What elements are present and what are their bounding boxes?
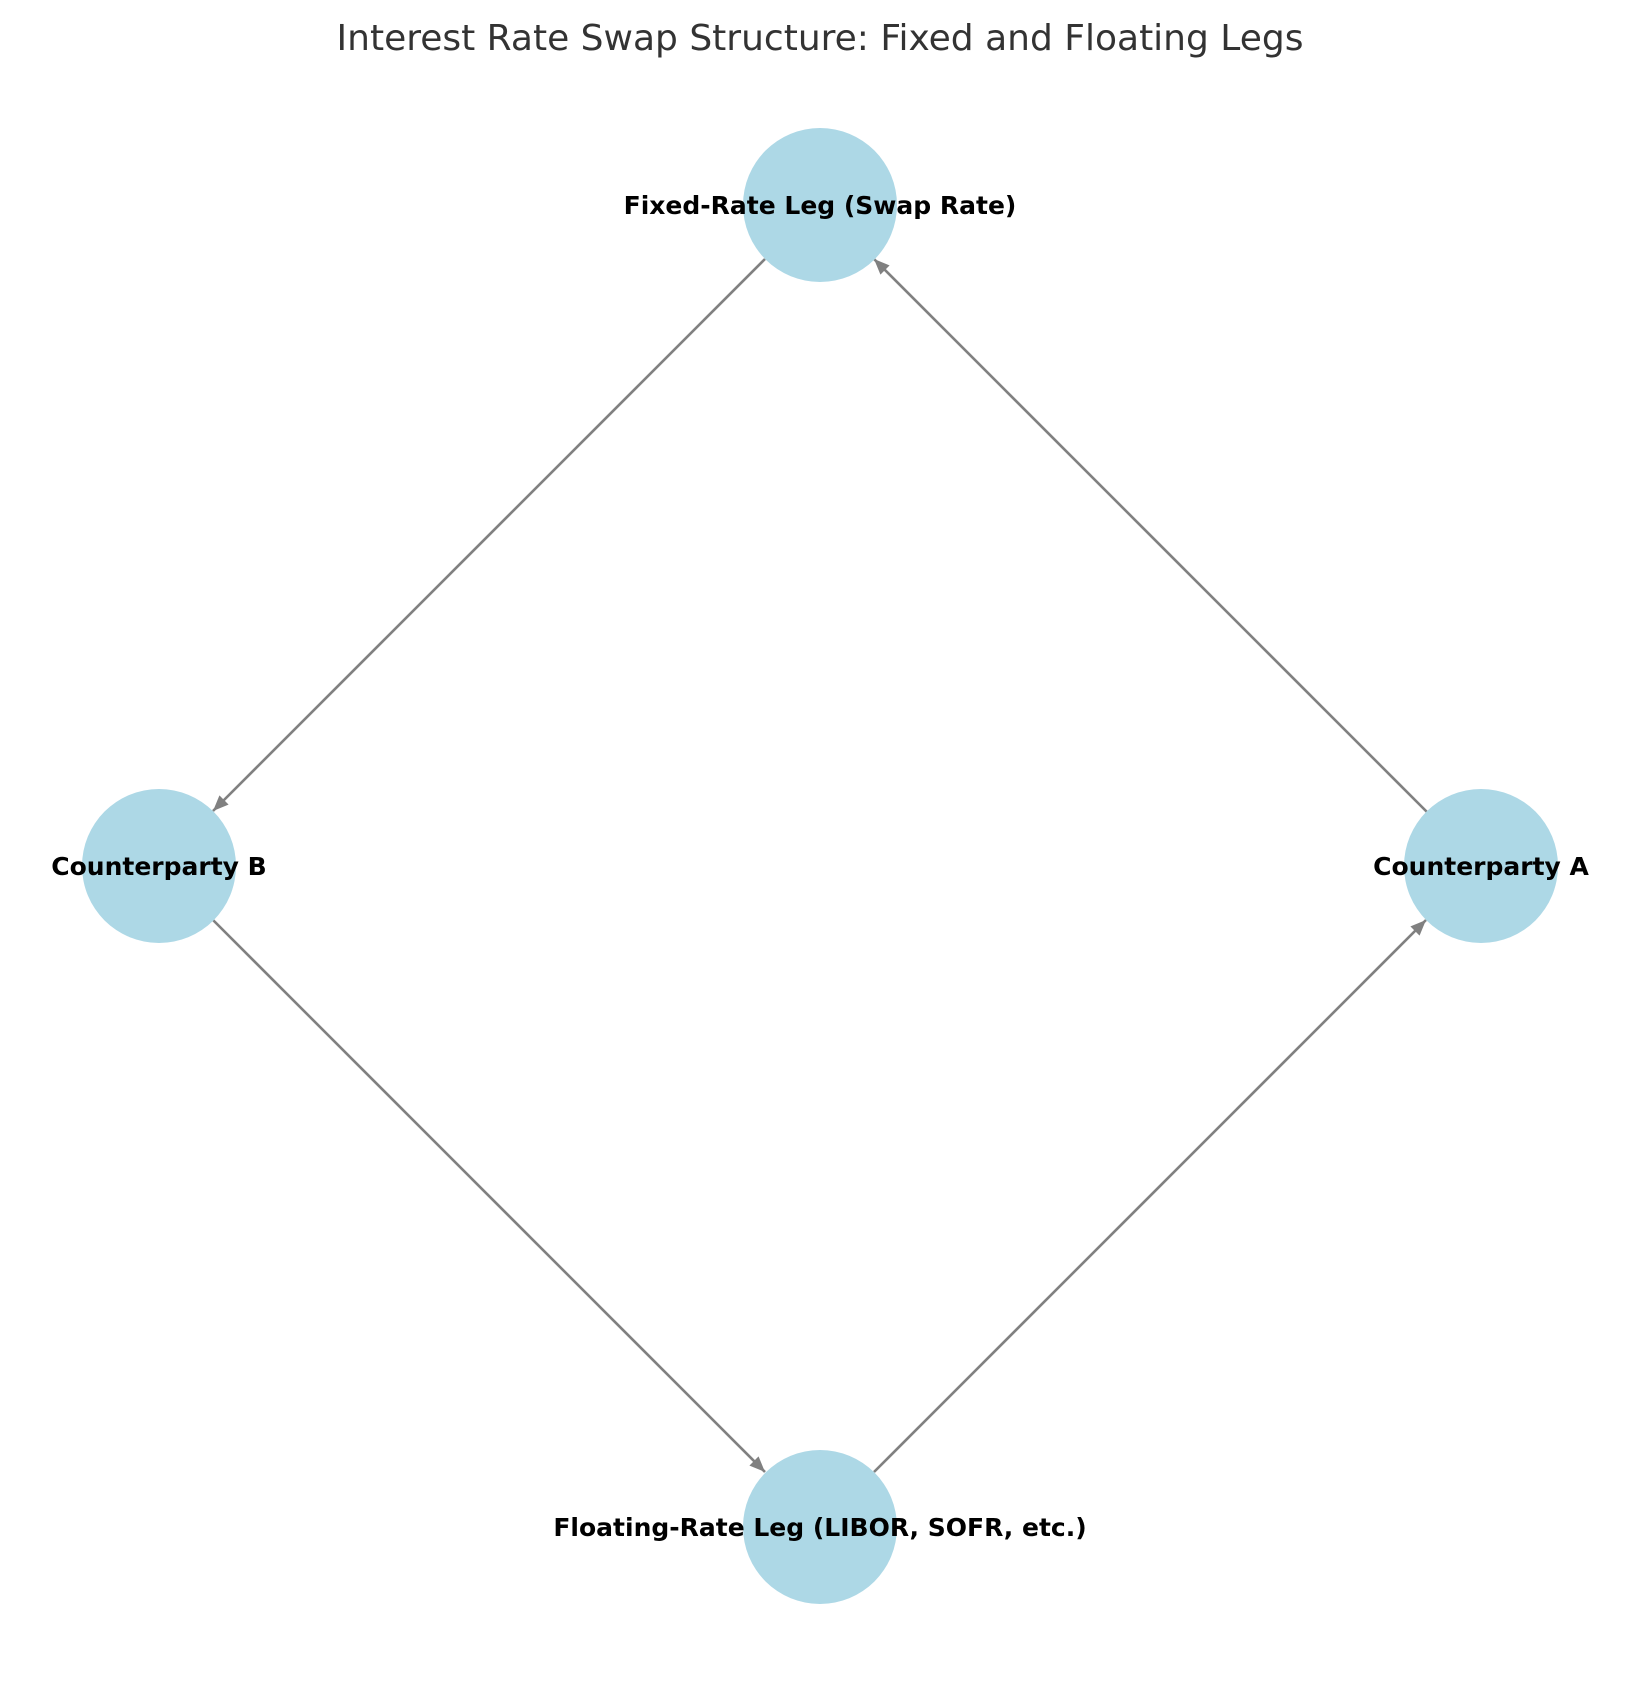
node-counterparty-a-circle xyxy=(1404,789,1558,943)
edge-floating-leg-to-counterparty-a xyxy=(873,919,1427,1473)
edges-layer xyxy=(212,258,1430,1473)
node-counterparty-b-label: Counterparty B xyxy=(51,852,266,881)
edge-counterparty-a-to-fixed-leg xyxy=(873,258,1430,815)
node-fixed-rate-leg-circle xyxy=(743,128,897,282)
edge-fixed-leg-to-counterparty-b xyxy=(212,258,766,812)
node-floating-rate-leg[interactable]: Floating-Rate Leg (LIBOR, SOFR, etc.) xyxy=(553,1450,1087,1604)
node-floating-rate-leg-label: Floating-Rate Leg (LIBOR, SOFR, etc.) xyxy=(553,1513,1086,1542)
node-counterparty-b[interactable]: Counterparty B xyxy=(51,789,267,943)
node-floating-rate-leg-circle xyxy=(743,1450,897,1604)
node-fixed-rate-leg[interactable]: Fixed-Rate Leg (Swap Rate) xyxy=(624,128,1017,282)
node-fixed-rate-leg-label: Fixed-Rate Leg (Swap Rate) xyxy=(624,191,1017,220)
diagram-title: Interest Rate Swap Structure: Fixed and … xyxy=(337,18,1304,59)
node-counterparty-a[interactable]: Counterparty A xyxy=(1373,789,1590,943)
node-counterparty-a-label: Counterparty A xyxy=(1373,852,1589,881)
node-counterparty-b-circle xyxy=(82,789,236,943)
nodes-layer: Fixed-Rate Leg (Swap Rate) Counterparty … xyxy=(51,128,1590,1604)
edge-counterparty-b-to-floating-leg xyxy=(212,919,766,1473)
